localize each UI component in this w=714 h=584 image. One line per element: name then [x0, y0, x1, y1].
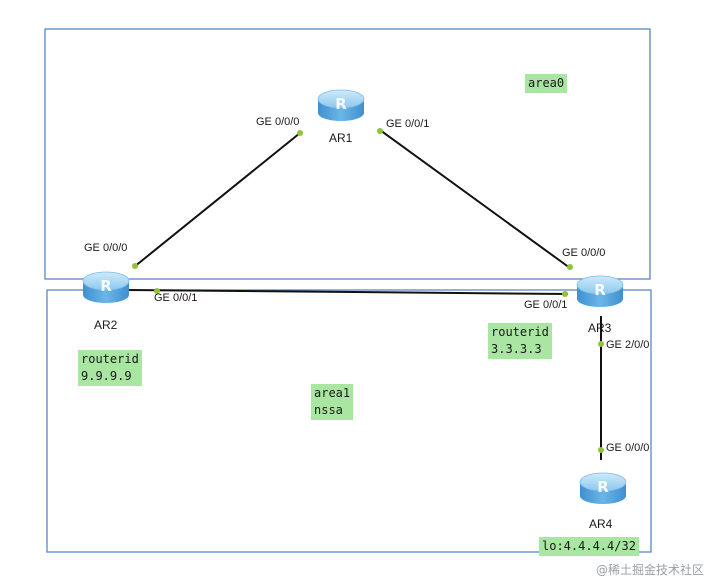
ar2-routerid-value: 9.9.9.9	[81, 369, 132, 383]
ar4-interface-g000-label: GE 0/0/0	[606, 442, 650, 454]
ar3-interface-g200-label: GE 2/0/0	[606, 339, 650, 351]
link-ar2-ar3	[127, 289, 569, 295]
ar2-interface-g001-label: GE 0/0/1	[154, 292, 198, 304]
area0-text: area0	[528, 76, 565, 90]
port-dot-ar2-g000	[132, 263, 138, 269]
area1-name: area1	[314, 386, 351, 400]
ar4-loopback-note: lo:4.4.4.4/32	[539, 537, 639, 556]
port-dot-ar1-g001	[377, 128, 383, 134]
ar2-routerid-note: routerid 9.9.9.9	[78, 350, 142, 386]
router-icon-ar1[interactable]	[317, 89, 365, 122]
port-dot-ar3-g200	[598, 341, 604, 347]
link-ar1-ar3	[379, 129, 571, 269]
ar1-interface-g000-label: GE 0/0/0	[256, 116, 300, 128]
ar2-name: AR2	[94, 318, 118, 332]
ar3-interface-g000-label: GE 0/0/0	[562, 247, 606, 259]
ar3-routerid-value: 3.3.3.3	[491, 342, 542, 356]
ar2-interface-g000-label: GE 0/0/0	[84, 242, 128, 254]
ar3-interface-g001-label: GE 0/0/1	[524, 299, 568, 311]
ar3-routerid-key: routerid	[491, 325, 549, 339]
ar1-name: AR1	[329, 131, 353, 145]
port-dot-ar4-g000	[598, 447, 604, 453]
ar4-loopback-text: lo:4.4.4.4/32	[542, 539, 636, 553]
area0-boundary	[44, 28, 651, 280]
port-dot-ar1-g000	[297, 130, 303, 136]
area1-type: nssa	[314, 403, 343, 417]
area1-boundary	[46, 289, 652, 553]
ar3-name: AR3	[588, 321, 612, 335]
router-icon-ar2[interactable]	[82, 271, 130, 304]
router-icon-ar4[interactable]	[579, 472, 627, 505]
ar2-routerid-key: routerid	[81, 352, 139, 366]
area0-label: area0	[525, 74, 568, 93]
port-dot-ar3-g000	[567, 264, 573, 270]
ar4-name: AR4	[589, 517, 613, 531]
link-ar1-ar2	[133, 132, 301, 268]
area1-label: area1 nssa	[311, 384, 354, 420]
ar3-routerid-note: routerid 3.3.3.3	[488, 323, 552, 359]
port-dot-ar3-g001	[562, 291, 568, 297]
watermark: @稀土掘金技术社区	[595, 563, 704, 577]
ar1-interface-g001-label: GE 0/0/1	[386, 118, 430, 130]
router-icon-ar3[interactable]	[576, 275, 624, 308]
port-dot-ar2-g001	[154, 288, 160, 294]
